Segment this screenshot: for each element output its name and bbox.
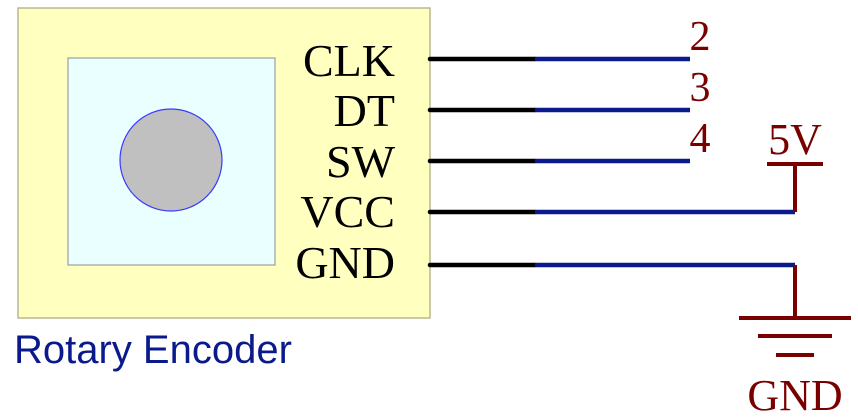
- gnd-label: GND: [747, 371, 842, 420]
- encoder-knob: [119, 108, 223, 212]
- net-label-clk: 2: [690, 14, 711, 60]
- pin-label-vcc: VCC: [300, 186, 395, 237]
- pin-label-gnd: GND: [295, 237, 395, 288]
- net-label-dt: 3: [690, 65, 711, 111]
- pin-label-clk: CLK: [303, 35, 395, 86]
- vcc-label: 5V: [768, 115, 822, 164]
- net-label-sw: 4: [690, 116, 711, 162]
- pin-label-dt: DT: [334, 85, 395, 136]
- pin-label-sw: SW: [326, 136, 396, 187]
- component-name: Rotary Encoder: [14, 328, 292, 372]
